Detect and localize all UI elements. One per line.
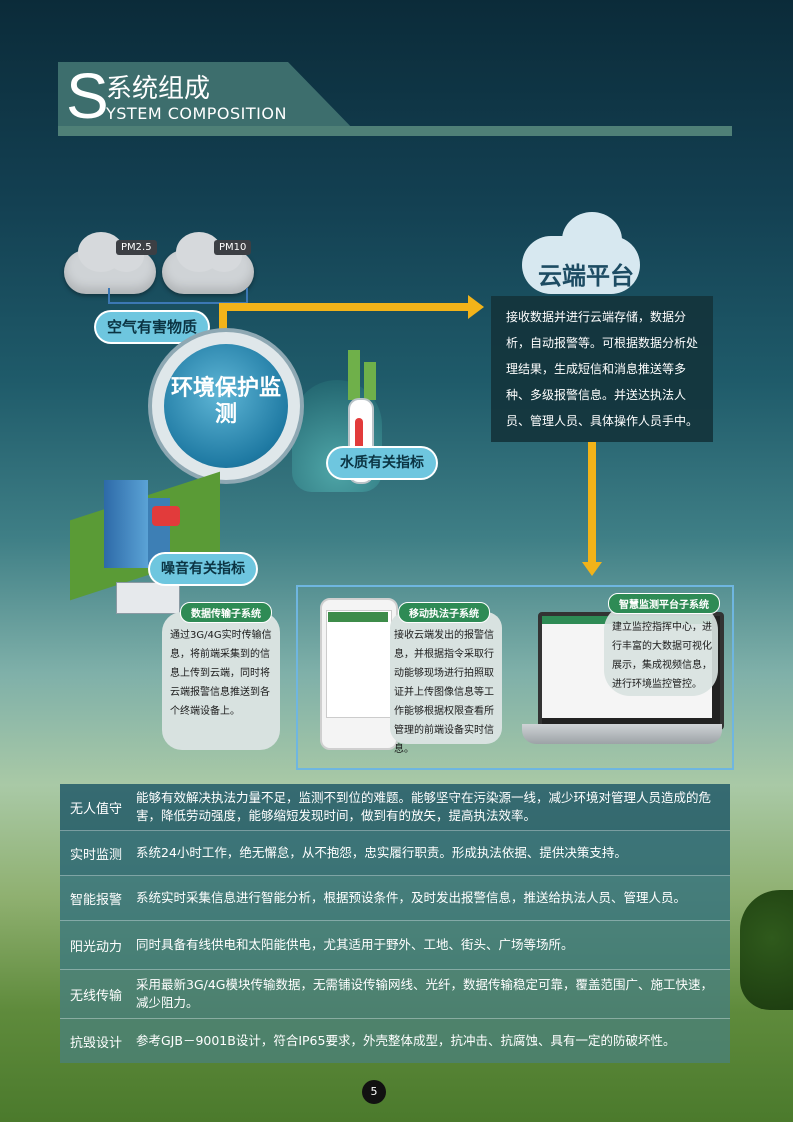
phone-screen (326, 610, 392, 718)
water-label: 水质有关指标 (328, 448, 436, 478)
feature-table: 无人值守 能够有效解决执法力量不足，监测不到位的难题。能够坚守在污染源一线，减少… (60, 784, 730, 1063)
subsystem-text: 通过3G/4G实时传输信息，将前端采集到的信息上传到云端，同时将云端报警信息推送… (170, 630, 272, 717)
thermometer-level (355, 418, 363, 472)
table-row: 智能报警 系统实时采集信息进行智能分析，根据预设条件，及时发出报警信息，推送给执… (60, 876, 730, 921)
phone-app-header (328, 612, 388, 622)
feature-value: 参考GJB－9001B设计，符合IP65要求，外壳整体成型，抗冲击、抗腐蚀、具有… (136, 1033, 676, 1048)
subsystem-text: 接收云端发出的报警信息，并根据指令采取行动能够现场进行拍照取证并上传图像信息等工… (394, 630, 494, 755)
feature-value: 系统实时采集信息进行智能分析，根据预设条件，及时发出报警信息，推送给执法人员、管… (136, 890, 687, 905)
subsystem-tag: 智慧监测平台子系统 (608, 593, 720, 614)
table-row: 无线传输 采用最新3G/4G模块传输数据，无需铺设传输网线、光纤，数据传输稳定可… (60, 970, 730, 1019)
table-row: 实时监测 系统24小时工作，绝无懈怠，从不抱怨，忠实履行职责。形成执法依据、提供… (60, 831, 730, 876)
arrow-segment (588, 442, 596, 566)
subsystem-bubble (162, 612, 280, 750)
building-icon (348, 350, 360, 400)
feature-value: 同时具备有线供电和太阳能供电，尤其适用于野外、工地、街头、广场等场所。 (136, 937, 574, 952)
megaphone-icon (152, 506, 180, 526)
table-row: 无人值守 能够有效解决执法力量不足，监测不到位的难题。能够坚守在污染源一线，减少… (60, 784, 730, 831)
cloud-connector (108, 288, 248, 304)
air-label: 空气有害物质 (96, 312, 208, 342)
subsystem-frame (296, 585, 734, 770)
subsystem-tag: 数据传输子系统 (180, 602, 272, 623)
cloud-title: 云端平台 (538, 262, 634, 290)
feature-key: 无线传输 (69, 988, 122, 1004)
cloud-desc-box (491, 296, 713, 442)
building-icon (104, 480, 148, 568)
feature-value: 采用最新3G/4G模块传输数据，无需铺设传输网线、光纤，数据传输稳定可靠，覆盖范… (136, 977, 713, 1010)
feature-key: 无人值守 (69, 801, 122, 817)
page-number: 5 (362, 1080, 386, 1104)
laptop-base (522, 724, 722, 744)
header-underline (58, 126, 732, 136)
truck-icon (116, 582, 180, 614)
building-icon (364, 362, 376, 400)
feature-key: 抗毁设计 (69, 1035, 122, 1051)
table-row: 抗毁设计 参考GJB－9001B设计，符合IP65要求，外壳整体成型，抗冲击、抗… (60, 1019, 730, 1063)
feature-value: 系统24小时工作，绝无懈怠，从不抱怨，忠实履行职责。形成执法依据、提供决策支持。 (136, 845, 627, 860)
cloud-platform-icon (522, 212, 640, 294)
pm10-tag: PM10 (214, 240, 252, 255)
arrow-segment (219, 303, 227, 339)
page-title: 系统组成 (106, 74, 211, 104)
arrow-down-icon (582, 562, 602, 576)
monitor-core (164, 344, 288, 468)
arrow-right-icon (468, 295, 484, 319)
feature-key: 阳光动力 (69, 939, 122, 955)
page-subtitle: YSTEM COMPOSITION (106, 104, 287, 123)
noise-label: 噪音有关指标 (150, 554, 256, 584)
arrow-segment (219, 303, 471, 311)
feature-key: 实时监测 (69, 847, 122, 863)
feature-value: 能够有效解决执法力量不足，监测不到位的难题。能够坚守在污染源一线，减少环境对管理… (136, 790, 712, 823)
center-title: 环境保护监测 (170, 376, 281, 427)
subsystem-tag: 移动执法子系统 (398, 602, 490, 623)
header-letter: S (66, 60, 109, 132)
feature-key: 智能报警 (69, 892, 122, 908)
table-row: 阳光动力 同时具备有线供电和太阳能供电，尤其适用于野外、工地、街头、广场等场所。 (60, 921, 730, 970)
subsystem-bubble (604, 604, 718, 696)
cloud-desc: 接收数据并进行云端存储，数据分析，自动报警等。可根据数据分析处理结果，生成短信和… (506, 310, 699, 428)
subsystem-bubble (390, 612, 502, 744)
tree-decor (740, 890, 793, 1010)
subsystem-text: 建立监控指挥中心，进行丰富的大数据可视化展示，集成视频信息，进行环境监控管控。 (612, 622, 712, 690)
pm25-tag: PM2.5 (116, 240, 157, 255)
